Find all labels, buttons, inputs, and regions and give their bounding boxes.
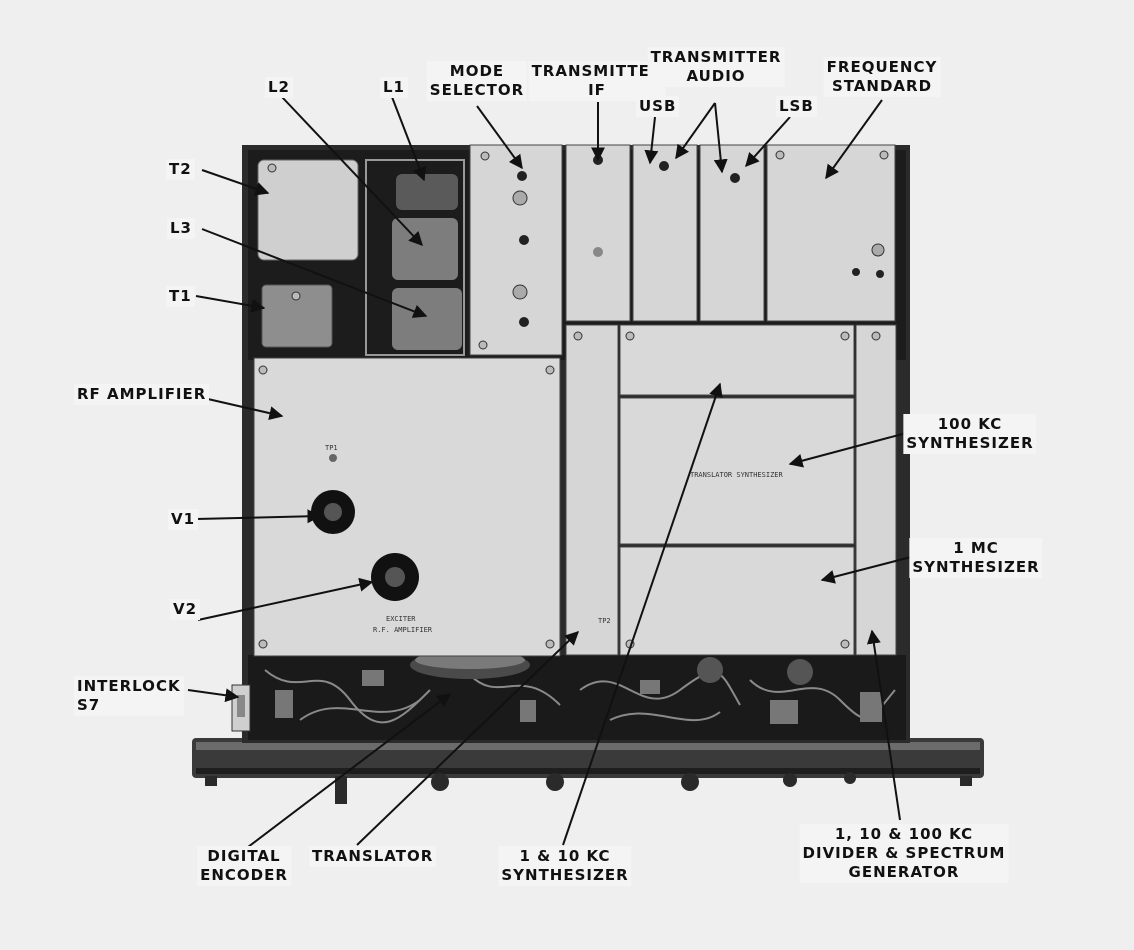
leader-l2 <box>281 96 423 247</box>
label-t1: T1 <box>166 286 195 307</box>
label-transmitter-if: TRANSMITTER IF <box>528 61 666 101</box>
leader-frequency-standard <box>825 99 883 180</box>
leader-usb <box>644 116 659 165</box>
synthesizer-stack <box>619 324 855 656</box>
leader-1mc <box>820 555 916 584</box>
label-l3: L3 <box>167 218 195 239</box>
label-1-10kc-synthesizer: 1 & 10 KC SYNTHESIZER <box>498 846 632 886</box>
label-l1: L1 <box>380 77 408 98</box>
label-frequency-standard: FREQUENCY STANDARD <box>823 57 941 97</box>
leader-translator <box>356 631 580 846</box>
leader-l3 <box>201 228 428 318</box>
leader-digital-encoder <box>247 693 452 848</box>
tp1-marking: TP1 <box>325 444 338 452</box>
rf-amplifier-module <box>253 357 561 657</box>
leader-v2 <box>197 577 374 621</box>
leader-lines <box>185 96 916 848</box>
leader-v1 <box>195 509 322 524</box>
rf-amp-name-line-2: R.F. AMPLIFIER <box>373 626 433 634</box>
label-1mc-synthesizer: 1 MC SYNTHESIZER <box>909 538 1043 578</box>
lsb-audio-module <box>699 144 765 322</box>
transmitter-if-module <box>565 144 631 322</box>
leader-audio-a <box>675 102 716 160</box>
leader-divider <box>866 629 901 821</box>
screws <box>258 150 889 649</box>
label-usb: USB <box>636 96 680 117</box>
label-t2: T2 <box>166 159 195 180</box>
mode-selector-module <box>469 144 563 356</box>
usb-audio-module <box>632 144 698 322</box>
label-rf-amplifier: RF AMPLIFIER <box>74 384 210 405</box>
leader-interlock <box>187 688 240 703</box>
label-interlock: INTERLOCK S7 <box>74 676 184 716</box>
leader-mode-selector <box>476 105 523 170</box>
divider-strip <box>855 324 897 656</box>
label-l2: L2 <box>265 77 293 98</box>
label-v1: V1 <box>168 509 199 530</box>
rf-amp-name-line-1: EXCITER <box>386 615 416 623</box>
interlock-switch <box>231 684 251 732</box>
synth-1-10-strip <box>565 324 619 656</box>
label-divider-spectrum-generator: 1, 10 & 100 KC DIVIDER & SPECTRUM GENERA… <box>799 824 1009 883</box>
leader-100kc <box>788 431 911 468</box>
label-mode-selector: MODE SELECTOR <box>426 61 528 101</box>
leader-t1 <box>195 295 266 313</box>
label-100kc-synthesizer: 100 KC SYNTHESIZER <box>903 414 1037 454</box>
leader-audio-b <box>713 102 728 174</box>
power-components <box>257 159 465 356</box>
leader-l1 <box>391 96 426 182</box>
label-lsb: LSB <box>776 96 817 117</box>
translator-synth-marking: TRANSLATOR SYNTHESIZER <box>690 471 783 479</box>
leader-t2 <box>201 169 270 196</box>
label-transmitter-audio: TRANSMITTER AUDIO <box>647 47 785 87</box>
label-v2: V2 <box>170 599 201 620</box>
leader-synth-1-10 <box>562 382 723 846</box>
leader-lsb <box>745 116 791 168</box>
label-digital-encoder: DIGITAL ENCODER <box>197 846 291 886</box>
wiring-components <box>275 657 882 724</box>
label-translator: TRANSLATOR <box>309 846 437 867</box>
tp2-marking: TP2 <box>598 617 611 625</box>
